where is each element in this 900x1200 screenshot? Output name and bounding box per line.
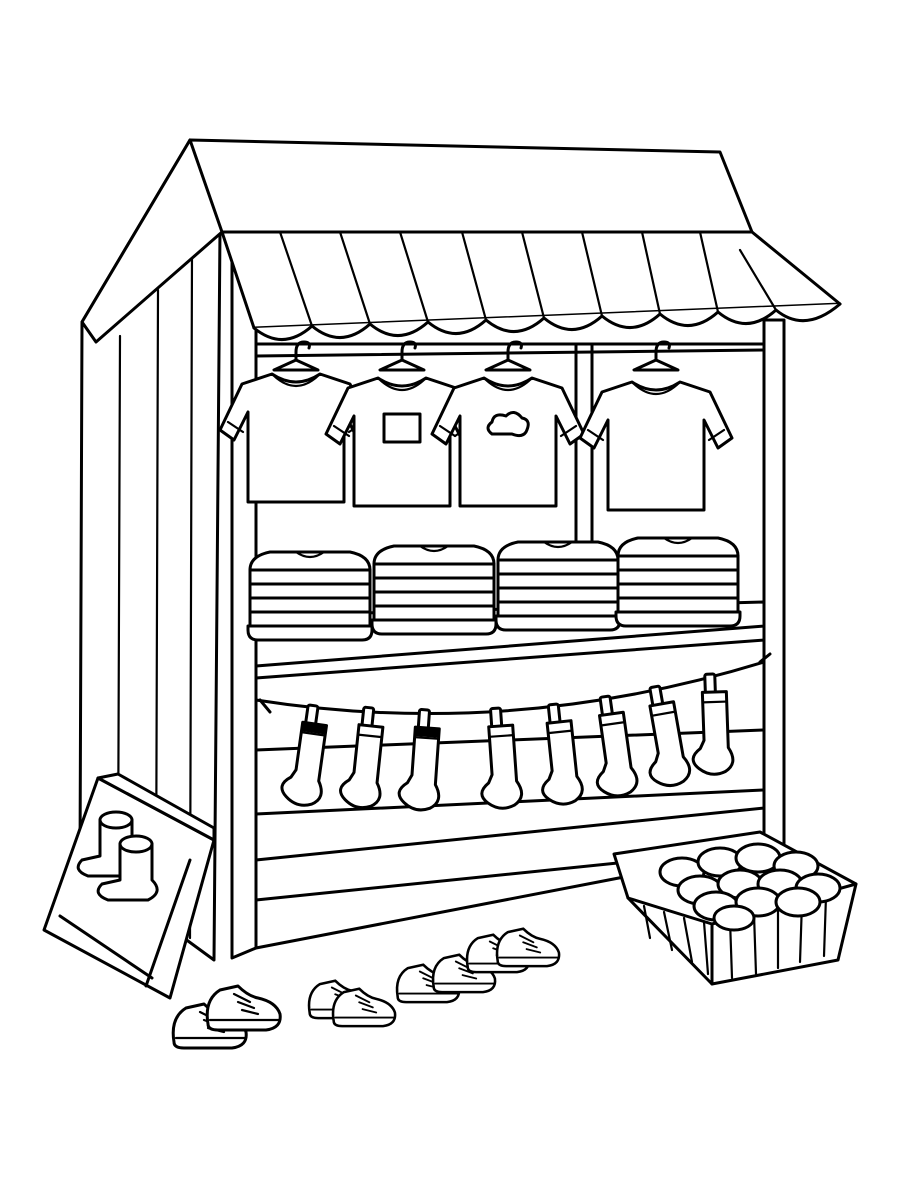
sock-2 — [337, 704, 391, 811]
shoe-pair-1 — [171, 984, 282, 1050]
sock-5 — [532, 700, 586, 808]
striped-awning — [220, 230, 842, 341]
sock-4 — [474, 705, 525, 812]
stack-4 — [614, 536, 742, 628]
folded-shirts-shelf — [246, 536, 766, 680]
sock-3 — [396, 706, 447, 813]
sock-6 — [584, 692, 641, 801]
sock-line — [254, 652, 772, 813]
shirt-pocket — [324, 340, 480, 508]
rolled-socks-basket — [612, 830, 858, 986]
shoe-pair-4 — [465, 927, 561, 974]
hanging-shirts-rail — [218, 340, 766, 512]
stack-2 — [370, 544, 498, 636]
sock-1 — [278, 701, 335, 810]
shoe-pair-2 — [307, 979, 397, 1028]
sock-8 — [688, 671, 735, 777]
stack-3 — [494, 540, 622, 632]
shirt-cloud — [430, 340, 586, 508]
sock-crate — [42, 772, 216, 1000]
shirt-plain-2 — [578, 340, 734, 512]
stack-1 — [246, 550, 374, 642]
